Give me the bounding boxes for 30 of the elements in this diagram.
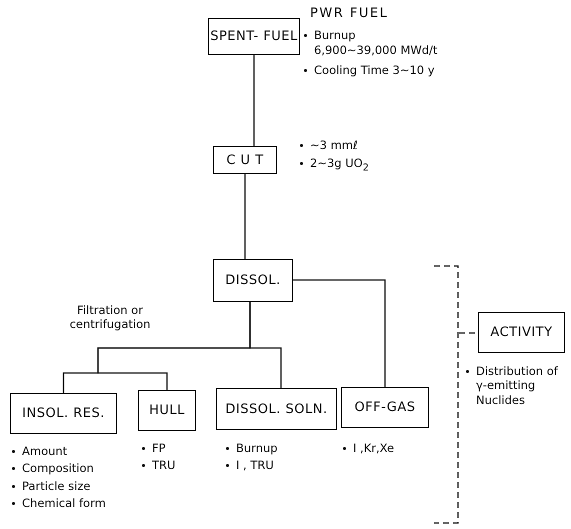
connector-line — [293, 279, 386, 387]
process-box: ACTIVITY — [478, 312, 565, 353]
process-box: DISSOL. — [213, 259, 293, 302]
note-text: FP — [152, 441, 166, 456]
connector-line — [244, 174, 246, 259]
process-box: SPENT- FUEL — [208, 18, 300, 55]
note-text: Amount — [22, 444, 68, 458]
note-text: TRU — [152, 458, 176, 473]
process-box: INSOL. RES. — [10, 393, 117, 434]
note-text: ~3 mmℓ — [310, 138, 358, 152]
process-box: HULL — [138, 390, 196, 431]
note-text: Distribution of γ-emitting Nuclides — [476, 364, 559, 408]
connector-line — [253, 55, 255, 146]
process-box: C U T — [213, 146, 277, 174]
note-text: Chemical form — [22, 496, 106, 510]
note-text: Composition — [22, 461, 94, 476]
connector-line — [249, 302, 282, 388]
note-text: I ,Kr,Xe — [353, 441, 394, 456]
process-note: Filtration or centrifugation — [68, 304, 152, 332]
note-text: 2~3g UO$_{2}$ — [310, 156, 369, 175]
process-box: OFF-GAS — [341, 387, 429, 428]
dashed-bracket — [434, 265, 459, 524]
note-heading: PWR FUEL — [310, 6, 388, 22]
process-box: DISSOL. SOLN. — [216, 388, 337, 430]
connector-line — [459, 332, 478, 334]
note-text: Cooling Time 3~10 y — [314, 63, 435, 78]
note-text: Burnup — [236, 441, 278, 456]
note-text: Burnup 6,900~39,000 MWd/t — [314, 28, 438, 57]
note-text: Particle size — [22, 478, 90, 494]
note-text: I , TRU — [236, 458, 274, 473]
